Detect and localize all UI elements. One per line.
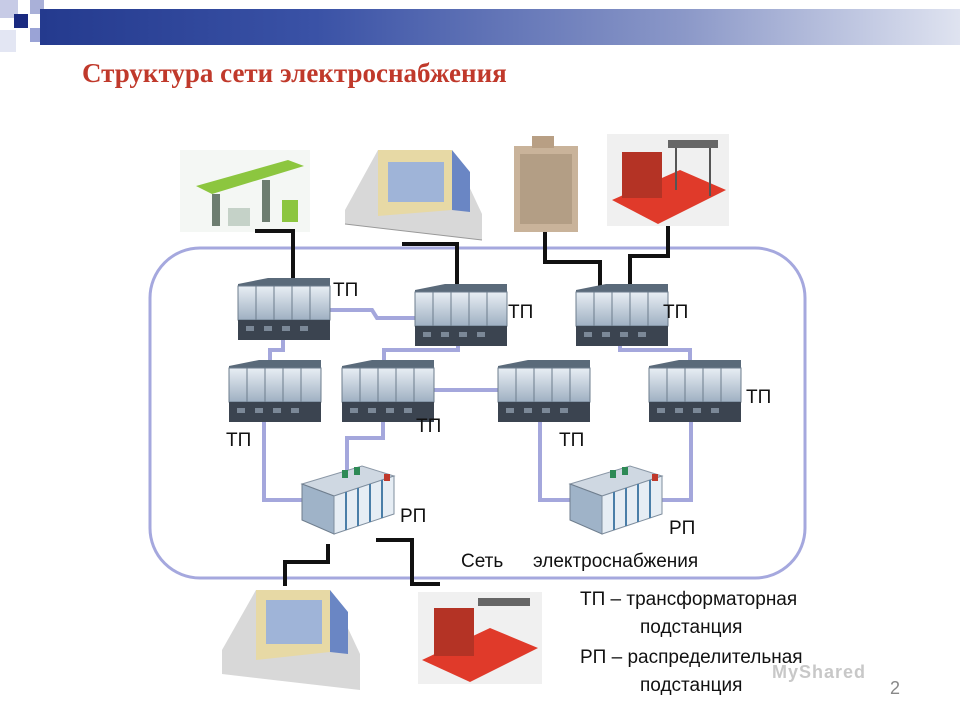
- label-tp-4: ТП: [226, 430, 252, 451]
- tp-substation-3: [575, 283, 669, 347]
- label-tp-7: ТП: [746, 387, 772, 408]
- tp-substation-4: [228, 359, 322, 423]
- page-number: 2: [890, 678, 901, 698]
- label-rp-1: РП: [400, 506, 427, 527]
- label-tp-2: ТП: [508, 302, 534, 323]
- tp-substation-7: [648, 359, 742, 423]
- decor-square-2: [14, 14, 28, 28]
- rp-substation-2: [569, 465, 663, 535]
- cables: [255, 226, 670, 586]
- legend-tp-line-1: ТП – трансформаторная: [580, 589, 798, 610]
- factory-icon: [607, 134, 729, 226]
- tp-substation-5: [341, 359, 435, 423]
- network-boundary: [148, 246, 807, 580]
- network-lines: [262, 308, 693, 502]
- legend-tp-line-2: подстанция: [640, 617, 743, 638]
- label-tp-1: ТП: [333, 280, 359, 301]
- label-network-word-2: электроснабжения: [533, 551, 699, 572]
- decor-square-5: [0, 30, 16, 52]
- label-rp-2: РП: [669, 518, 696, 539]
- tp-substation-6: [497, 359, 591, 423]
- label-tp-5: ТП: [416, 416, 442, 437]
- label-network-word-1: Сеть: [461, 551, 504, 572]
- label-tp-6: ТП: [559, 430, 585, 451]
- tp-substation-2: [414, 283, 508, 347]
- apartment-tower-icon: [514, 136, 578, 232]
- tp-substation-1: [237, 277, 331, 341]
- office-building-bottom-icon: [222, 590, 360, 690]
- office-building-icon: [344, 150, 483, 241]
- legend: ТП – трансформаторная подстанция РП – ра…: [580, 586, 803, 700]
- factory-bottom-icon: [418, 592, 542, 684]
- header-bar: [40, 9, 960, 45]
- rp-substation-1: [301, 465, 395, 535]
- legend-rp-line-1: РП – распределительная: [580, 647, 803, 668]
- slide-title: Структура сети электроснабжения: [82, 58, 507, 88]
- legend-rp-line-2: подстанция: [640, 675, 743, 696]
- decor-square-1: [0, 0, 18, 18]
- gas-station-icon: [180, 150, 310, 232]
- label-tp-3: ТП: [663, 302, 689, 323]
- watermark-logo: MyShared: [772, 662, 867, 682]
